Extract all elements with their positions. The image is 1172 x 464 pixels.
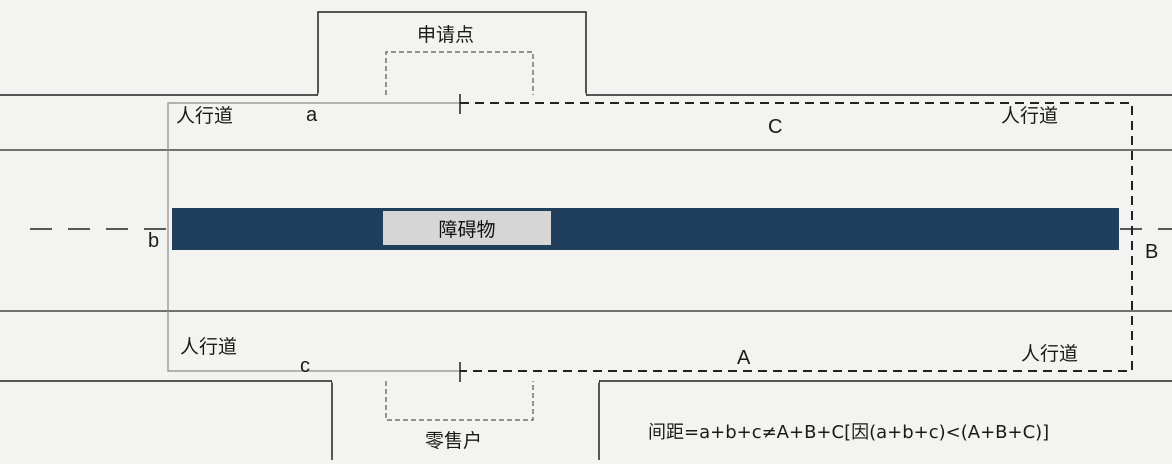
retailer-building xyxy=(331,380,600,464)
distance-label-c: c xyxy=(300,355,310,377)
sidewalk-label-bottom-left: 人行道 xyxy=(180,336,238,358)
obstacle-label: 障碍物 xyxy=(383,211,551,245)
retailer-label: 零售户 xyxy=(425,430,483,452)
distance-label-b: b xyxy=(148,230,160,252)
distance-formula: 间距=a+b+c≠A+B+C[因(a+b+c)<(A+B+C)] xyxy=(648,422,1050,443)
retailer-entrance xyxy=(385,381,534,421)
route-abc xyxy=(167,102,460,372)
application-point-entrance xyxy=(385,51,534,95)
distance-label-B: B xyxy=(1145,241,1159,263)
sidewalk-label-top-right: 人行道 xyxy=(1001,105,1059,127)
sidewalk-label-top-left: 人行道 xyxy=(176,105,234,127)
route-ABC xyxy=(460,102,1133,372)
application-point-label: 申请点 xyxy=(417,24,475,46)
distance-label-C: C xyxy=(768,116,783,138)
obstacle-bar xyxy=(172,208,1119,250)
application-point-building xyxy=(317,11,587,96)
sidewalk-label-bottom-right: 人行道 xyxy=(1021,343,1079,365)
distance-label-A: A xyxy=(737,347,751,369)
distance-label-a: a xyxy=(306,104,318,126)
